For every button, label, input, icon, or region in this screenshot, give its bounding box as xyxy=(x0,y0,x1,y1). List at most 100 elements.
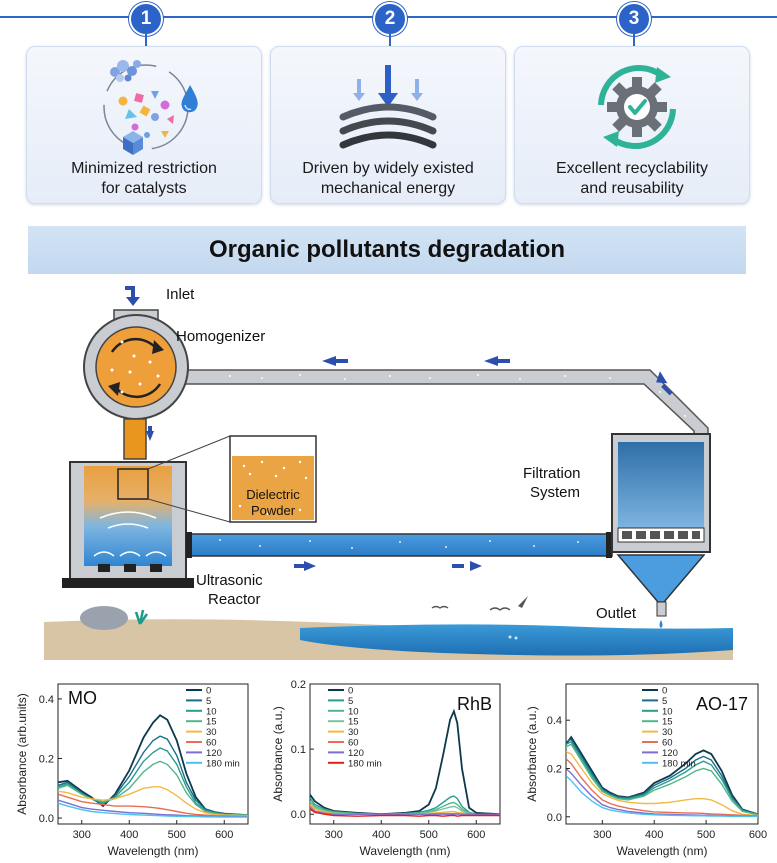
x-tick-label: 500 xyxy=(420,829,438,841)
series-line-60 xyxy=(566,758,758,817)
recycle-gear-icon xyxy=(598,64,676,150)
inlet-arrow-icon xyxy=(126,297,140,306)
step-stem-2 xyxy=(389,32,391,46)
bird-icon xyxy=(518,596,528,608)
series-line-180-min xyxy=(58,802,248,818)
series-line-120 xyxy=(310,807,500,815)
legend-label: 15 xyxy=(206,717,217,728)
bird-icon xyxy=(431,605,449,609)
y-tick-label: 0.2 xyxy=(547,763,562,775)
step-card-3: Excellent recyclability and reusability xyxy=(514,46,750,204)
legend-label: 120 xyxy=(348,748,364,759)
sea xyxy=(300,624,733,656)
series-line-180-min xyxy=(310,808,500,817)
y-tick-label: 0.4 xyxy=(39,694,54,706)
series-line-30 xyxy=(566,750,758,817)
series-line-10 xyxy=(566,741,758,815)
series-line-15 xyxy=(566,743,758,816)
legend-label: 60 xyxy=(206,738,217,749)
banner-title: Organic pollutants degradation xyxy=(208,236,566,263)
dielectric-label-line1: Dielectric xyxy=(246,487,300,502)
step-card-2: Driven by widely existed mechanical ener… xyxy=(270,46,506,204)
section-banner: Organic pollutants degradation xyxy=(28,226,746,274)
outflow-pipe xyxy=(185,533,613,557)
legend-label: 5 xyxy=(348,696,353,707)
reactor-label-line2: Reactor xyxy=(208,591,261,608)
return-pipe xyxy=(159,369,709,435)
series-line-5 xyxy=(566,738,758,815)
step-number-3: 3 xyxy=(617,2,651,36)
chart-title: AO-17 xyxy=(696,694,748,714)
step-stem-3 xyxy=(633,32,635,46)
plant xyxy=(134,609,149,625)
legend-label: 10 xyxy=(662,706,673,717)
legend-label: 0 xyxy=(348,686,353,697)
step-card-1-text: Minimized restriction for catalysts xyxy=(71,160,217,197)
process-diagram: Inlet Homogenizer Dielectric Powder Filt… xyxy=(44,286,733,660)
y-axis-label: Absorbance (a.u.) xyxy=(525,706,539,801)
chart-title: MO xyxy=(68,688,97,708)
step-card-3-text: Excellent recyclability and reusability xyxy=(555,160,709,197)
chart-title: RhB xyxy=(457,694,492,714)
bird-icon xyxy=(489,607,511,611)
flow-arrows xyxy=(294,356,673,571)
catalyst-particles-icon xyxy=(103,60,198,155)
legend-label: 30 xyxy=(662,727,673,738)
mechanical-pressure-icon xyxy=(339,65,437,149)
legend-label: 0 xyxy=(662,686,667,697)
x-tick-label: 300 xyxy=(325,829,343,841)
legend-label: 15 xyxy=(348,717,359,728)
y-tick-label: 0.4 xyxy=(547,715,562,727)
legend-label: 180 min xyxy=(206,758,240,769)
y-axis-label: Absorbance (a.u.) xyxy=(271,706,285,801)
x-axis-label: Wavelength (nm) xyxy=(617,844,708,858)
plot-frame xyxy=(57,683,249,825)
x-tick-label: 600 xyxy=(215,829,233,841)
x-tick-label: 300 xyxy=(593,829,611,841)
legend-label: 0 xyxy=(206,686,211,697)
legend-label: 60 xyxy=(348,738,359,749)
step-card-1: Minimized restriction for catalysts xyxy=(26,46,262,204)
legend-label: 120 xyxy=(662,748,678,759)
legend-label: 30 xyxy=(206,727,217,738)
step-stem-1 xyxy=(145,32,147,46)
y-tick-label: 0.0 xyxy=(291,809,306,821)
legend-label: 5 xyxy=(662,696,667,707)
y-tick-label: 0.0 xyxy=(547,812,562,824)
step-card-2-text: Driven by widely existed mechanical ener… xyxy=(302,160,474,197)
outlet-label: Outlet xyxy=(596,605,637,622)
y-tick-label: 0.0 xyxy=(39,813,54,825)
y-tick-label: 0.2 xyxy=(291,679,306,691)
legend-label: 180 min xyxy=(662,758,696,769)
x-axis-label: Wavelength (nm) xyxy=(108,844,199,858)
series-line-15 xyxy=(310,802,500,815)
step-number-1: 1 xyxy=(129,2,163,36)
x-tick-label: 400 xyxy=(372,829,390,841)
flow-arrow-icon xyxy=(146,431,154,441)
dielectric-label-line2: Powder xyxy=(251,503,296,518)
x-tick-label: 600 xyxy=(467,829,485,841)
legend-label: 15 xyxy=(662,717,673,728)
series-line-30 xyxy=(58,786,248,817)
legend-label: 30 xyxy=(348,727,359,738)
step-number-2: 2 xyxy=(373,2,407,36)
x-axis-label: Wavelength (nm) xyxy=(360,844,451,858)
legend-label: 10 xyxy=(206,706,217,717)
legend-label: 10 xyxy=(348,706,359,717)
water-drop-icon xyxy=(659,620,663,628)
y-tick-label: 0.2 xyxy=(39,753,54,765)
legend-label: 180 min xyxy=(348,758,382,769)
rock xyxy=(80,606,128,630)
y-axis-label: Absorbance (arb.units) xyxy=(15,693,29,814)
filtration-label-line2: System xyxy=(530,484,580,501)
x-tick-label: 500 xyxy=(697,829,715,841)
x-tick-label: 400 xyxy=(120,829,138,841)
y-tick-label: 0.1 xyxy=(291,744,306,756)
legend-label: 120 xyxy=(206,748,222,759)
series-line-0 xyxy=(566,735,758,816)
reactor-label-line1: Ultrasonic xyxy=(196,572,263,589)
series-line-60 xyxy=(58,793,248,817)
